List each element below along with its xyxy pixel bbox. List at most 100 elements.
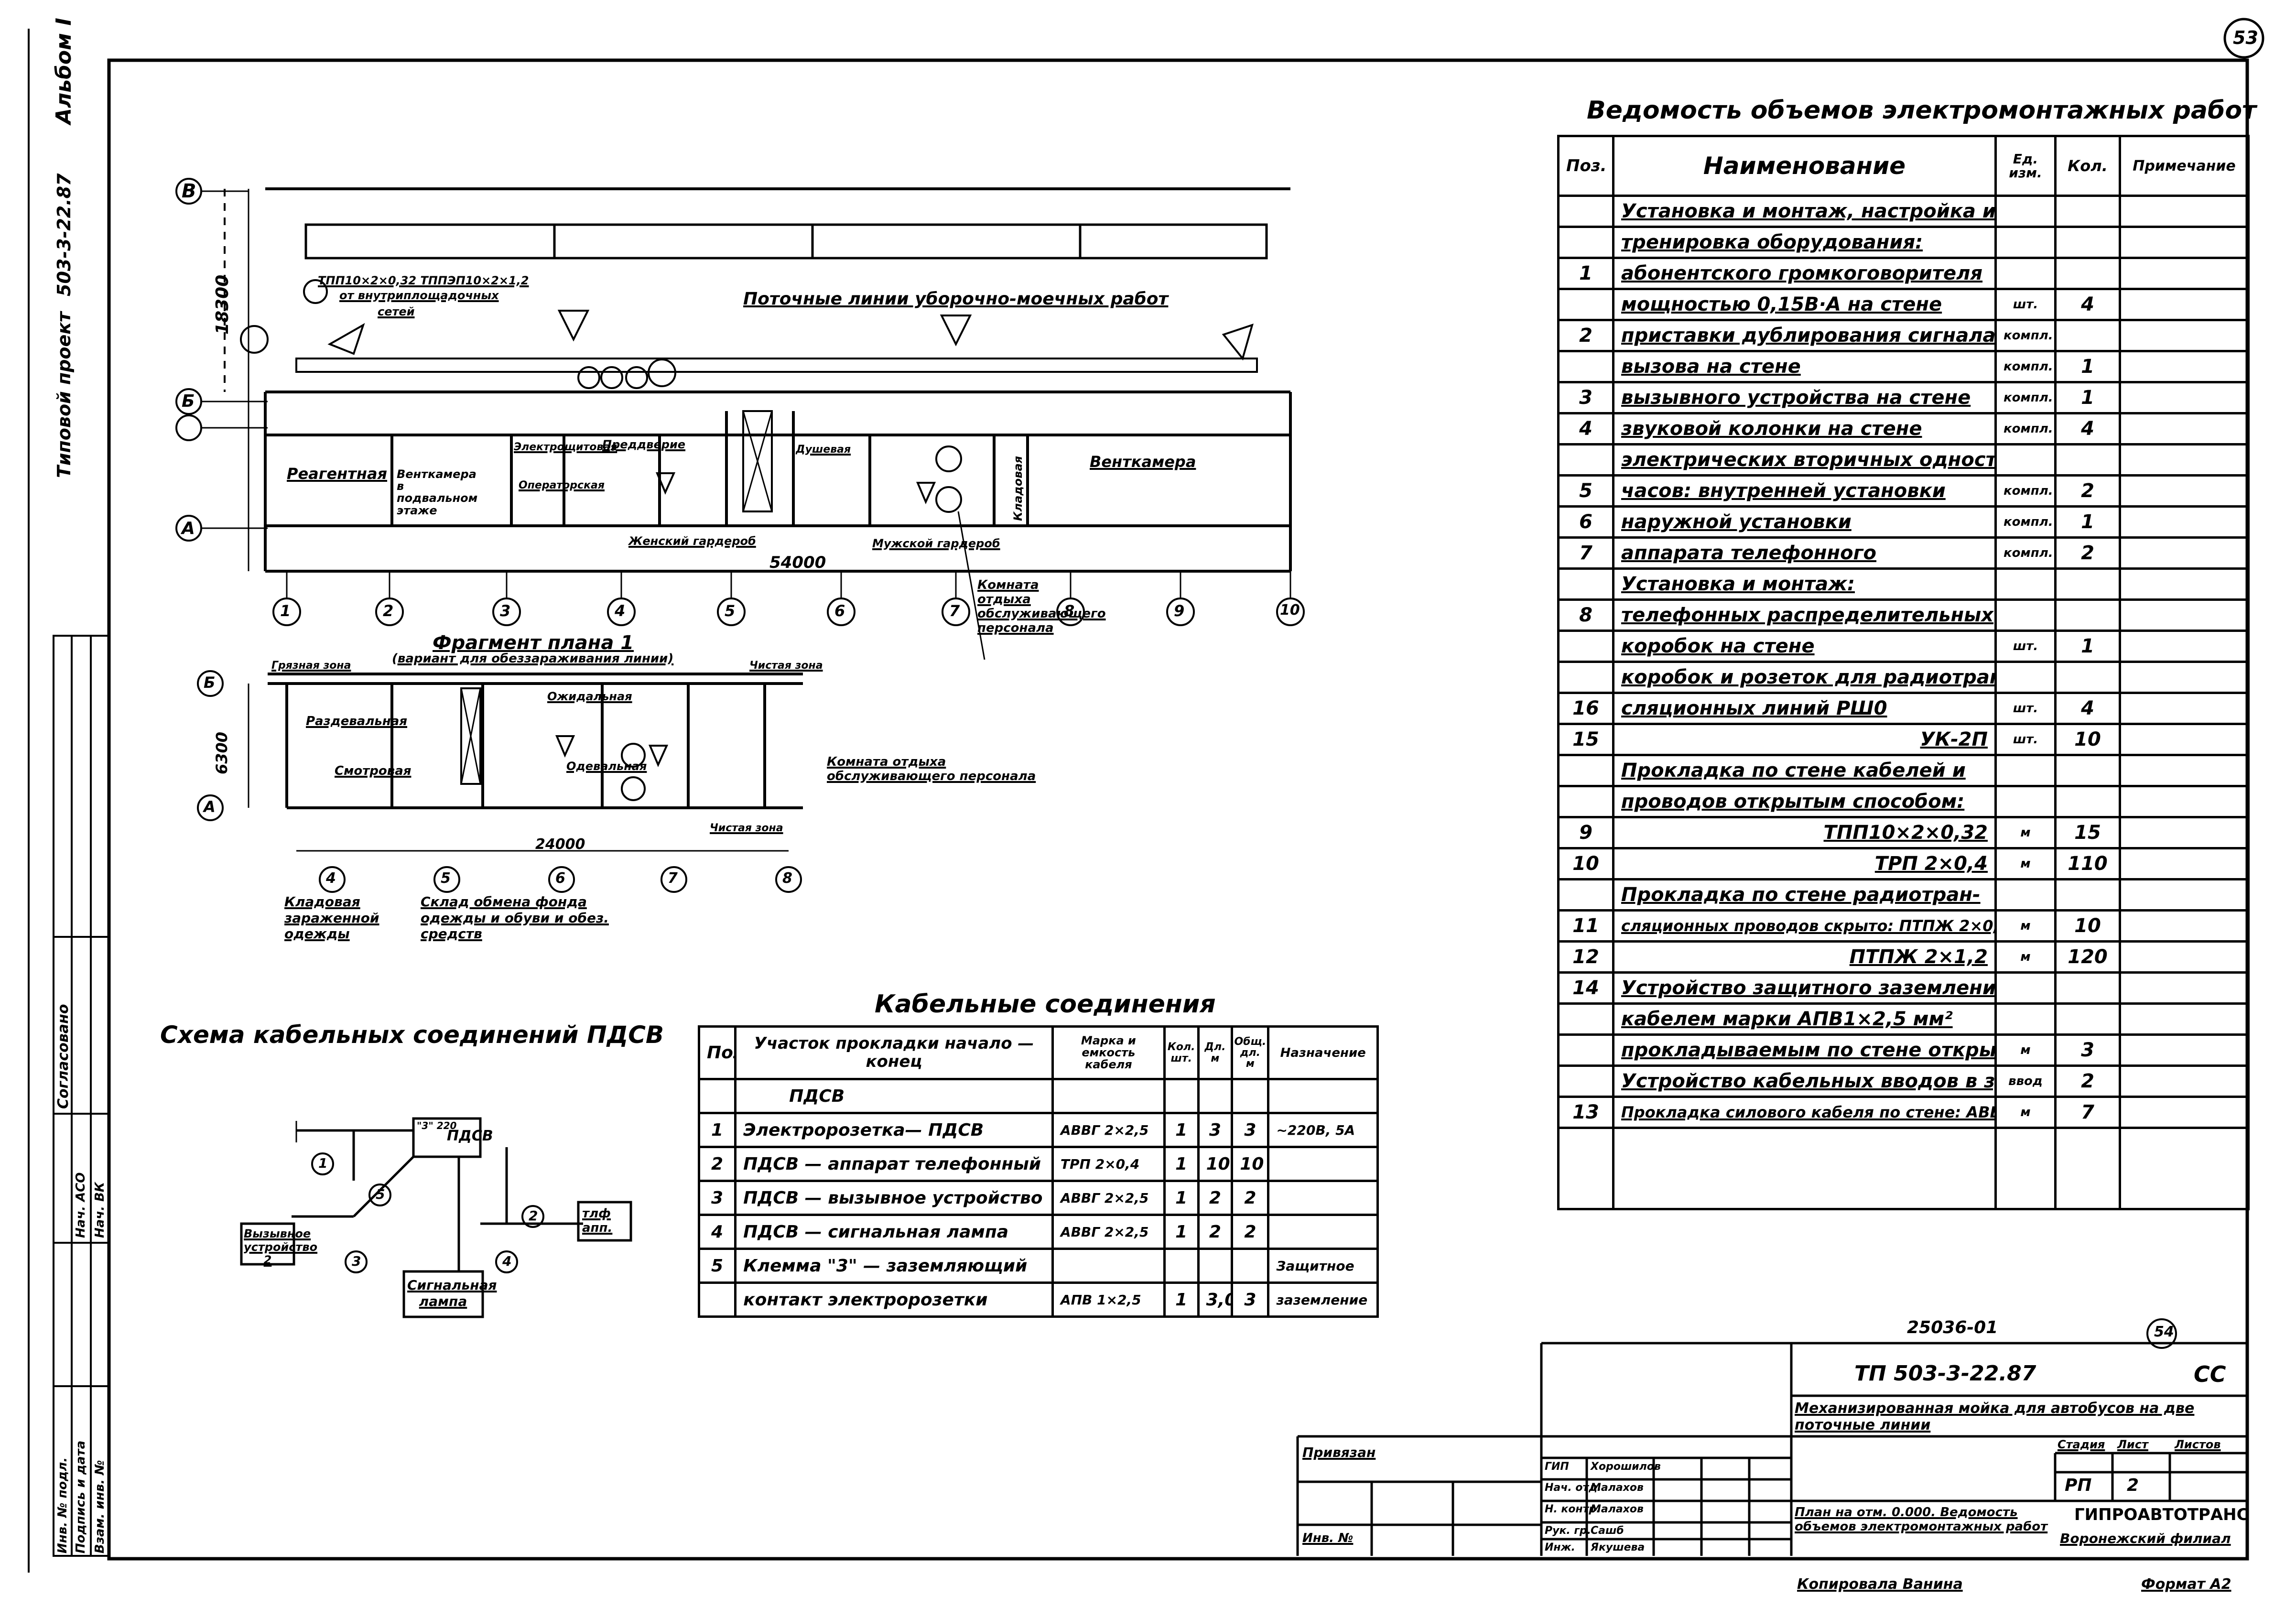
cable-group-label: ПДСВ — [734, 1078, 1054, 1114]
volume-cell-unit — [1994, 567, 2057, 601]
cable-cell-pos: 3 — [697, 1180, 737, 1216]
volume-cell-unit: шт. — [1994, 630, 2057, 663]
volume-cell-pos: 2 — [1557, 319, 1614, 352]
volume-cell-qty: 4 — [2054, 288, 2121, 321]
volume-cell-name: приставки дублирования сигнала — [1612, 319, 1997, 352]
volume-cell-pos: 14 — [1557, 971, 1614, 1005]
volume-cell-qty — [2054, 1002, 2121, 1036]
room-ventchamber: Венткамера — [1090, 453, 1196, 471]
cable-cell-pos: 2 — [697, 1146, 737, 1182]
side-stamp-col-2: Подпись и дата — [74, 1440, 88, 1553]
volume-cell-pos — [1557, 350, 1614, 383]
volume-table-row: Прокладка по стене кабелей и — [1557, 754, 2250, 787]
volume-cell-qty — [2054, 226, 2121, 259]
volume-cell-qty — [2054, 319, 2121, 352]
volume-cell-note — [2119, 350, 2250, 383]
volume-table-row: электрических вторичных однострочных — [1557, 443, 2250, 477]
cable-cell-qty: 1 — [1163, 1214, 1200, 1250]
volume-cell-pos: 3 — [1557, 381, 1614, 414]
volume-table-row: Установка и монтаж: — [1557, 567, 2250, 601]
volume-cell-pos — [1557, 630, 1614, 663]
axis-letter-v: В — [182, 180, 196, 202]
volume-cell-pos: 15 — [1557, 723, 1614, 756]
cable-cell-total: 2 — [1231, 1214, 1270, 1250]
volume-cell-unit: компл. — [1994, 350, 2057, 383]
volume-cell-unit — [1994, 1002, 2057, 1036]
volume-cell-name: проводов открытым способом: — [1612, 785, 1997, 818]
tb-organization: ГИПРОАВТОТРАНС — [2074, 1505, 2249, 1524]
fragment-pantry-label: Кладовая зараженной одежды — [284, 894, 379, 942]
volume-cell-pos: 7 — [1557, 536, 1614, 570]
volume-cell-qty — [2054, 443, 2121, 477]
cable-note-2: от внутриплощадочных — [339, 289, 499, 302]
scheme-marker-4: 4 — [502, 1253, 512, 1269]
volume-cell-unit: шт. — [1994, 692, 2057, 725]
volume-cell-note — [2119, 630, 2250, 663]
volume-cell-note — [2119, 288, 2250, 321]
tb-sheet-title: План на отм. 0.000. Ведомость объемов эл… — [1795, 1505, 2048, 1534]
volume-cell-note — [2119, 319, 2250, 352]
volume-cell-qty: 1 — [2054, 381, 2121, 414]
volume-cell-qty — [2054, 598, 2121, 632]
volume-cell-pos — [1557, 1002, 1614, 1036]
fragment-room-clothing: Одевальная — [566, 760, 647, 773]
room-ventchamber-basement: Венткамера в подвальном этаже — [397, 467, 478, 517]
axis-num-10: 10 — [1280, 602, 1300, 619]
scheme-left-box-label: Вызывное устройство 2 — [244, 1227, 318, 1267]
volume-cell-name: Устройство защитного заземления — [1612, 971, 1997, 1005]
cable-connections-table: Поз. Участок прокладки начало — конец Ма… — [697, 1025, 1379, 1318]
volume-cell-qty — [2054, 257, 2121, 290]
volume-cell-name: УК-2П — [1612, 723, 1997, 756]
cable-cell-length: 10 — [1197, 1146, 1234, 1182]
volume-cell-note — [2119, 381, 2250, 414]
volume-cell-note — [2119, 692, 2250, 725]
volume-cell-name: вызова на стене — [1612, 350, 1997, 383]
cable-cell-pos: 4 — [697, 1214, 737, 1250]
volume-cell-unit — [1994, 443, 2057, 477]
tb-sheets-header: Листов — [2175, 1438, 2221, 1451]
volume-cell-name: телефонных распределительных — [1612, 598, 1997, 632]
volume-cell-qty: 15 — [2054, 816, 2121, 849]
cable-cell-brand: АВВГ 2×2,5 — [1051, 1180, 1166, 1216]
cable-cell-length — [1197, 1248, 1234, 1284]
volume-cell-name: электрических вторичных однострочных — [1612, 443, 1997, 477]
volume-cell-pos: 6 — [1557, 505, 1614, 539]
volume-cell-pos — [1557, 226, 1614, 259]
volume-cell-name: Устройство кабельных вводов в здание — [1612, 1064, 1997, 1098]
side-stamp-role-2: Нач. ВК — [93, 1182, 107, 1238]
volume-cell-pos — [1557, 754, 1614, 787]
cable-cell-length: 2 — [1197, 1214, 1234, 1250]
fragment-clean-zone: Чистая зона — [749, 660, 823, 672]
volume-cell-qty: 2 — [2054, 536, 2121, 570]
tb-role-3: Н. контр. — [1545, 1503, 1601, 1515]
volume-cell-qty — [2054, 971, 2121, 1005]
volume-cell-name: звуковой колонки на стене — [1612, 412, 1997, 445]
volume-cell-unit — [1994, 785, 2057, 818]
volume-cell-unit: м — [1994, 1096, 2057, 1129]
cable-cell-qty: 1 — [1163, 1180, 1200, 1216]
volume-cell-qty: 4 — [2054, 692, 2121, 725]
axis-num-9: 9 — [1174, 602, 1185, 620]
cable-cell-brand: АПВ 1×2,5 — [1051, 1281, 1166, 1318]
volume-cell-note — [2119, 847, 2250, 880]
cable-th-pos: Поз. — [697, 1025, 737, 1080]
scheme-right-box-label: тлф апп. — [582, 1206, 613, 1235]
volume-cell-name: кабелем марки АПВ1×2,5 мм² — [1612, 1002, 1997, 1036]
volume-cell-unit — [1994, 226, 2057, 259]
volume-cell-qty: 1 — [2054, 350, 2121, 383]
cable-cell-purpose — [1267, 1180, 1379, 1216]
footer-format: Формат А2 — [2141, 1576, 2231, 1593]
volume-cell-qty: 120 — [2054, 940, 2121, 974]
volume-cell-note — [2119, 816, 2250, 849]
volume-cell-note — [2119, 1002, 2250, 1036]
